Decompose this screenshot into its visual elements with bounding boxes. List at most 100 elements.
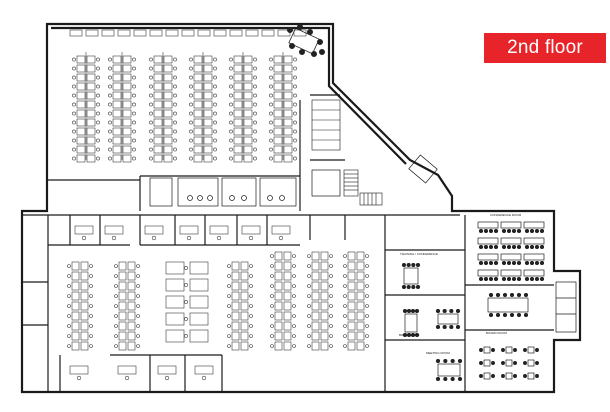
- desk: [76, 55, 86, 64]
- private-office-furniture: [69, 225, 291, 381]
- desk: [311, 251, 320, 261]
- chair: [534, 260, 540, 266]
- desk: [283, 251, 292, 261]
- chair: [406, 284, 411, 290]
- desk: [213, 29, 227, 37]
- chair: [524, 228, 530, 234]
- desk: [356, 301, 365, 311]
- desk: [189, 278, 209, 292]
- chair: [229, 93, 233, 98]
- chair: [523, 312, 529, 318]
- chair: [535, 374, 539, 378]
- desk: [127, 301, 136, 311]
- chair: [269, 147, 273, 152]
- chair: [293, 75, 297, 80]
- break-table: [527, 346, 535, 354]
- chair: [329, 304, 333, 308]
- desk: [203, 118, 213, 127]
- chair: [269, 93, 273, 98]
- chair: [173, 138, 177, 143]
- desk: [127, 331, 136, 341]
- chair: [96, 129, 100, 134]
- desk: [233, 154, 243, 163]
- chair: [435, 308, 441, 314]
- desk: [347, 261, 356, 271]
- chair: [401, 262, 407, 268]
- desk: [86, 55, 96, 64]
- desk: [85, 29, 99, 37]
- chair: [124, 375, 130, 381]
- chair: [506, 244, 512, 250]
- office-desk: [144, 225, 164, 235]
- chair: [293, 129, 297, 134]
- chair: [96, 102, 100, 107]
- chair: [410, 332, 416, 338]
- chair: [343, 304, 347, 308]
- training-table: [477, 221, 499, 229]
- desk: [86, 145, 96, 154]
- chair: [249, 334, 253, 338]
- desk: [320, 251, 329, 261]
- desk: [243, 100, 253, 109]
- chair: [307, 314, 311, 318]
- desk: [274, 341, 283, 351]
- chair: [227, 284, 231, 288]
- chair: [132, 138, 136, 143]
- desk: [163, 145, 173, 154]
- chair: [213, 102, 217, 107]
- chair: [493, 244, 499, 250]
- break-table: [527, 372, 535, 380]
- board-table: [487, 297, 529, 313]
- training-table: [500, 221, 522, 229]
- chair: [329, 344, 333, 348]
- chair: [149, 120, 153, 125]
- desk: [274, 301, 283, 311]
- desk: [243, 64, 253, 73]
- chair: [343, 294, 347, 298]
- desk: [86, 118, 96, 127]
- chair: [108, 129, 112, 134]
- chair: [411, 262, 416, 268]
- desk: [127, 291, 136, 301]
- chair: [249, 274, 253, 278]
- desk: [76, 82, 86, 91]
- chair: [227, 304, 231, 308]
- training-table: [500, 237, 522, 245]
- chair: [173, 156, 177, 161]
- desk: [320, 311, 329, 321]
- chair: [253, 66, 257, 71]
- desk: [163, 82, 173, 91]
- desk: [231, 321, 240, 331]
- chair: [270, 284, 274, 288]
- chair: [149, 129, 153, 134]
- desk: [233, 136, 243, 145]
- desk: [118, 281, 127, 291]
- chair: [414, 332, 420, 338]
- chair: [132, 102, 136, 107]
- chair: [406, 308, 412, 314]
- desk: [273, 154, 283, 163]
- desk: [243, 127, 253, 136]
- desk: [356, 341, 365, 351]
- chair: [136, 314, 140, 318]
- chair: [307, 254, 311, 258]
- chair: [513, 361, 517, 365]
- chair: [402, 332, 408, 338]
- conference-table: [437, 363, 461, 377]
- desk: [76, 73, 86, 82]
- chair: [189, 120, 193, 125]
- desk: [356, 331, 365, 341]
- training-table: [523, 237, 545, 245]
- chair: [292, 314, 296, 318]
- desk: [347, 321, 356, 331]
- desk: [189, 329, 209, 343]
- desk: [69, 29, 83, 37]
- desk: [273, 118, 283, 127]
- desk: [76, 64, 86, 73]
- desk: [320, 301, 329, 311]
- chair: [108, 111, 112, 116]
- desk: [71, 271, 80, 281]
- break-table: [505, 372, 513, 380]
- chair: [501, 374, 505, 378]
